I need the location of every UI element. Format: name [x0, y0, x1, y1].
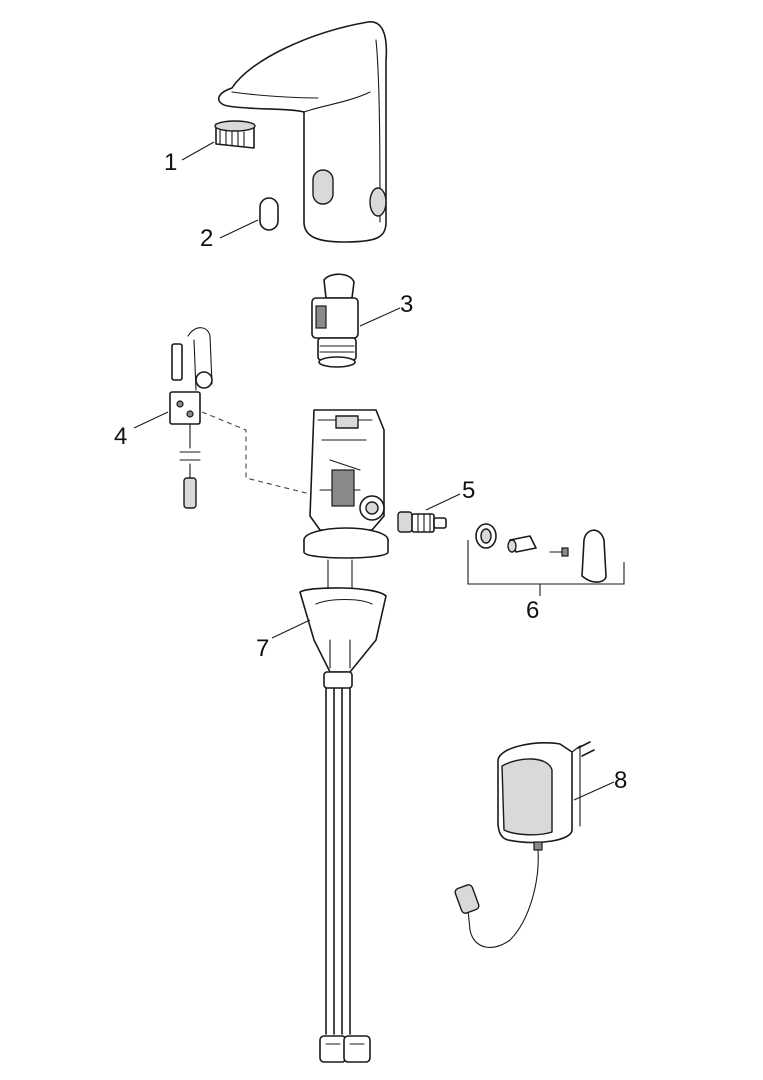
temperature-cartridge: [397, 511, 447, 533]
callout-2: 2: [200, 225, 213, 252]
aerator: [214, 120, 256, 149]
valve-housing: [303, 409, 389, 601]
callout-3: 3: [400, 291, 413, 318]
callout-5: 5: [462, 477, 475, 504]
callout-1: 1: [164, 149, 177, 176]
callout-4: 4: [114, 423, 127, 450]
callout-7: 7: [256, 635, 269, 662]
callout-6: 6: [526, 597, 539, 624]
lever-kit: [467, 523, 625, 596]
mounting-bracket-hoses: [299, 587, 387, 1063]
power-adapter: [454, 741, 595, 948]
faucet-body: [217, 21, 388, 243]
sensor-window: [259, 197, 279, 231]
electronic-module: [169, 327, 213, 509]
callout-8: 8: [614, 767, 627, 794]
valve-cartridge: [311, 273, 359, 368]
